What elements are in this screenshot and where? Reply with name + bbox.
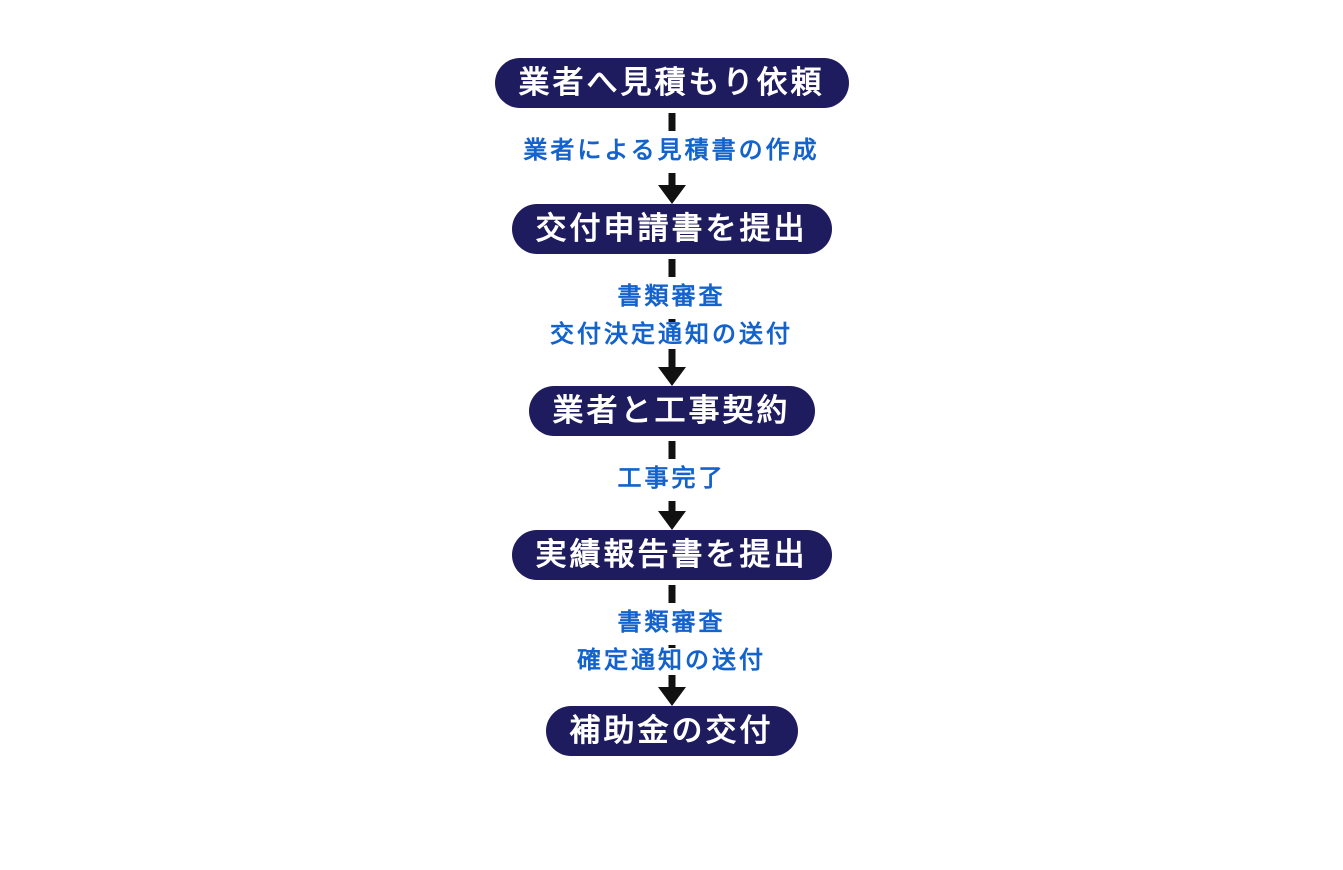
connector-quote-to-application: 業者による見積書の作成 bbox=[462, 108, 882, 204]
arrow-down-icon bbox=[657, 511, 686, 530]
connector-contract-to-report: 工事完了 bbox=[462, 436, 882, 530]
flow-step-grant-payment: 補助金の交付 bbox=[545, 706, 798, 756]
connector-application-to-contract: 書類審査 交付決定通知の送付 bbox=[462, 254, 882, 386]
flow-step-submit-application: 交付申請書を提出 bbox=[511, 204, 832, 254]
connector-label: 業者による見積書の作成 bbox=[518, 138, 825, 164]
subsidy-process-flowchart: 業者へ見積もり依頼 業者による見積書の作成 交付申請書を提出 書類審査 交付決定… bbox=[462, 58, 882, 756]
arrow-down-icon bbox=[657, 687, 686, 706]
flow-step-request-quote: 業者へ見積もり依頼 bbox=[494, 58, 849, 108]
connector-report-to-grant: 書類審査 確定通知の送付 bbox=[462, 580, 882, 706]
connector-labels: 書類審査 交付決定通知の送付 bbox=[462, 254, 882, 348]
connector-label: 工事完了 bbox=[612, 466, 731, 492]
flow-step-construction-contract: 業者と工事契約 bbox=[528, 386, 815, 436]
connector-label: 書類審査 bbox=[612, 284, 731, 310]
connector-label: 確定通知の送付 bbox=[572, 648, 771, 674]
connector-labels: 業者による見積書の作成 bbox=[462, 108, 882, 164]
flow-step-submit-report: 実績報告書を提出 bbox=[511, 530, 832, 580]
connector-labels: 工事完了 bbox=[462, 436, 882, 492]
arrow-down-icon bbox=[657, 367, 686, 386]
connector-labels: 書類審査 確定通知の送付 bbox=[462, 580, 882, 674]
arrow-down-icon bbox=[657, 185, 686, 204]
dashed-line bbox=[668, 585, 675, 691]
connector-label: 書類審査 bbox=[612, 610, 731, 636]
connector-label: 交付決定通知の送付 bbox=[545, 322, 798, 348]
dashed-line bbox=[668, 259, 675, 371]
